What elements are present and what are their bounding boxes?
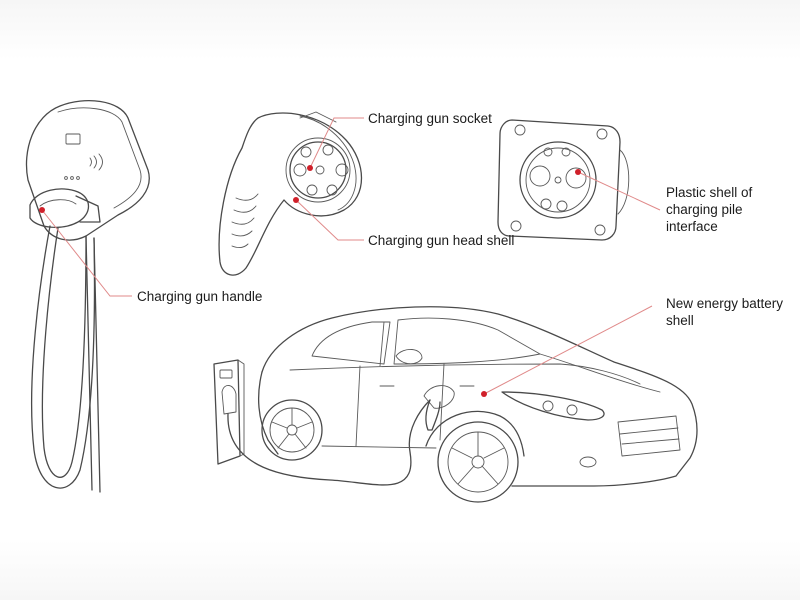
marker-dots <box>39 165 581 397</box>
marker-pile-interface-shell <box>575 169 581 175</box>
label-pile-interface-shell: Plastic shell of charging pile interface <box>666 184 752 235</box>
marker-gun-socket <box>307 165 313 171</box>
marker-battery-shell <box>481 391 487 397</box>
label-pile-interface-shell-line-1: Plastic shell of <box>666 185 753 200</box>
label-battery-shell: New energy battery shell <box>666 295 783 329</box>
marker-gun-handle <box>39 207 45 213</box>
marker-gun-head-shell <box>293 197 299 203</box>
label-pile-interface-shell-line-3: interface <box>666 219 718 234</box>
label-charging-gun-head-shell: Charging gun head shell <box>368 233 515 248</box>
label-pile-interface-shell-line-2: charging pile <box>666 202 743 217</box>
electric-car-illustration <box>258 306 698 503</box>
wall-charger-illustration <box>25 100 150 493</box>
label-charging-gun-socket: Charging gun socket <box>368 111 492 126</box>
label-battery-shell-line-2: shell <box>666 313 694 328</box>
charging-gun-illustration <box>218 111 363 276</box>
floor-charger-illustration <box>213 359 431 486</box>
leader-lines <box>41 117 661 395</box>
label-battery-shell-line-1: New energy battery <box>666 296 784 311</box>
charging-interface-illustration <box>497 119 630 241</box>
label-charging-gun-handle: Charging gun handle <box>137 289 263 304</box>
